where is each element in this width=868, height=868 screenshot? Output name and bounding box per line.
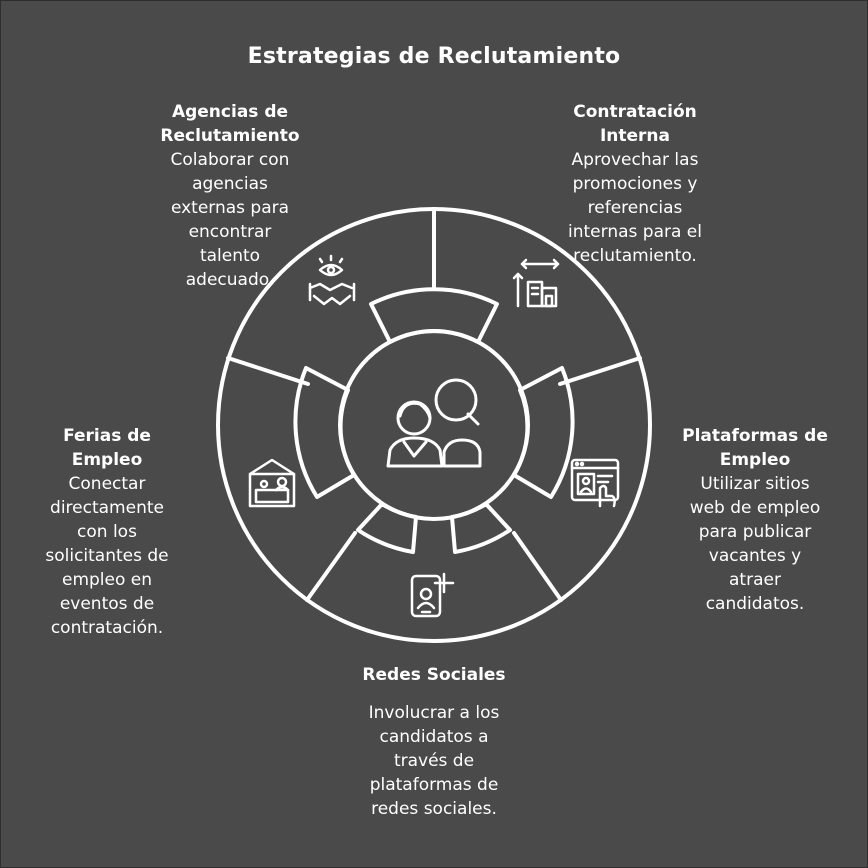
strategy-plataformas: Plataformas de Empleo Utilizar sitios we… xyxy=(660,424,850,616)
diagram-title: Estrategias de Reclutamiento xyxy=(247,44,621,69)
inner-segment xyxy=(293,366,356,499)
inner-circle xyxy=(338,329,530,521)
strategy-heading: Redes Sociales xyxy=(362,665,506,685)
strategy-ferias: Ferias de Empleo Conectar directamente c… xyxy=(12,424,202,640)
strategy-heading: Ferias de Empleo xyxy=(63,426,151,470)
web-profile-icon xyxy=(570,458,620,508)
inner-segment xyxy=(450,502,512,554)
people-icon xyxy=(386,378,482,468)
strategy-agencias: Agencias de Reclutamiento Colaborar con … xyxy=(130,100,330,292)
outer-divider xyxy=(558,356,642,386)
booth-icon xyxy=(248,458,296,508)
strategy-description: Colaborar con agencias externas para enc… xyxy=(170,150,290,290)
outer-divider xyxy=(226,356,310,386)
strategy-heading: Plataformas de Empleo xyxy=(682,426,828,470)
inner-segment xyxy=(356,502,418,554)
phone-add-user-icon xyxy=(410,572,455,618)
strategy-description: Aprovechar las promociones y referencias… xyxy=(568,150,702,266)
strategy-interna: Contratación Interna Aprovechar las prom… xyxy=(530,100,740,268)
strategy-description: Involucrar a los candidatos a través de … xyxy=(368,703,500,819)
building-arrows-icon xyxy=(512,258,560,308)
outer-divider xyxy=(512,531,563,602)
strategy-heading: Agencias de Reclutamiento xyxy=(160,102,300,146)
strategy-redes: Redes Sociales Involucrar a los candidat… xyxy=(319,663,549,821)
outer-divider xyxy=(305,531,357,602)
inner-segment xyxy=(512,366,575,499)
inner-segment xyxy=(369,287,499,344)
strategy-description: Utilizar sitios web de empleo para publi… xyxy=(689,474,821,614)
strategy-heading: Contratación Interna xyxy=(573,102,697,146)
strategy-description: Conectar directamente con los solicitant… xyxy=(45,474,169,638)
handshake-eye-icon xyxy=(308,254,356,306)
